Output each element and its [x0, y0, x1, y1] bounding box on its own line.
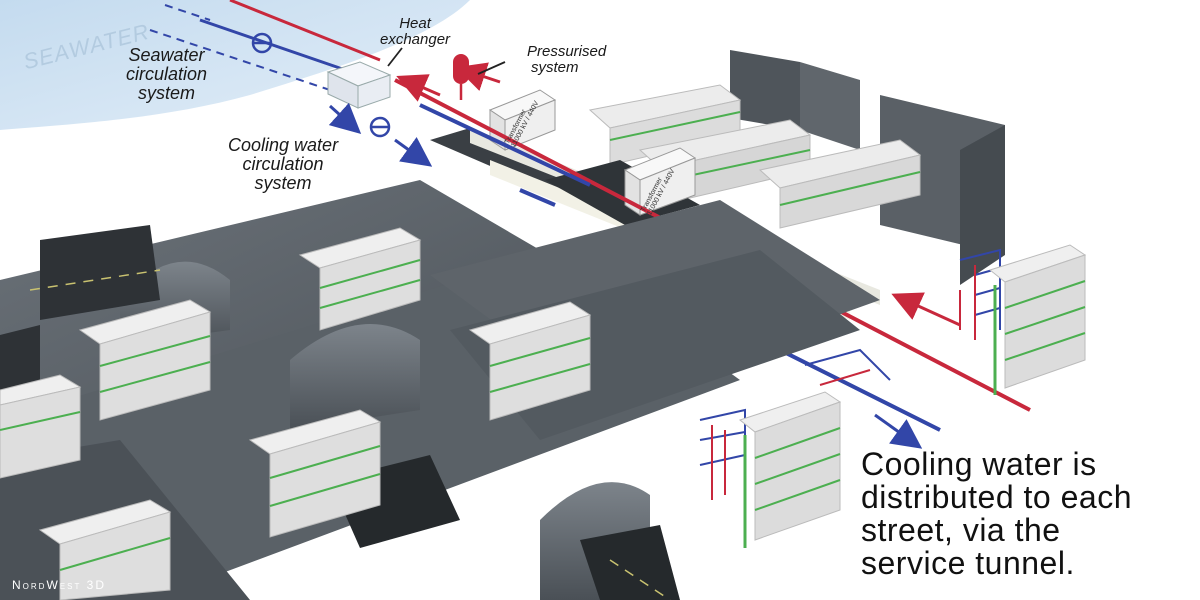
right-rack-upper [988, 244, 1087, 395]
tunnel-arch-middle [290, 324, 420, 430]
cooling-water-circulation-label-line-3: system [254, 173, 312, 193]
distribution-note-line-2: distributed to each [861, 479, 1132, 515]
heat-exchanger-label: Heat exchanger [380, 16, 450, 48]
pressurised-system-label-line-1: Pressurised [527, 43, 607, 60]
upper-right-tunnels [730, 50, 1005, 285]
seawater-circulation-label: Seawater circulation system [126, 46, 207, 103]
cooling-water-circulation-label-line-2: circulation [242, 154, 324, 174]
distribution-note: Cooling water is distributed to each str… [861, 448, 1132, 580]
pressurised-system-label: Pressurised system [527, 44, 606, 76]
rack-row-e [248, 409, 382, 538]
rack-row-d [468, 301, 592, 421]
seawater-circulation-label-line-2: circulation [126, 64, 208, 84]
pump-icon [251, 32, 273, 54]
heat-exchanger-icon [326, 61, 392, 109]
seawater-pipes [149, 0, 381, 91]
rack-row-b [78, 299, 212, 421]
pressurised-system-label-line-2: system [531, 59, 579, 76]
sea-area [0, 0, 470, 130]
seawater-circulation-label-line-1: Seawater [128, 45, 205, 65]
distribution-note-line-4: service tunnel. [861, 545, 1075, 581]
left-server-racks [0, 227, 592, 600]
rack-row-a [298, 227, 422, 331]
distribution-note-line-1: Cooling water is [861, 446, 1097, 482]
seawater-circulation-label-line-3: system [138, 83, 196, 103]
transformer-1 [488, 89, 557, 151]
pump-icon [369, 116, 391, 138]
cooling-water-circulation-label: Cooling water circulation system [228, 136, 338, 193]
pressure-tank-icon [453, 54, 469, 100]
rack-row-f [38, 499, 172, 600]
flow-arrow-icon [328, 62, 961, 449]
right-rack-lower [738, 391, 842, 548]
label-pointers [387, 47, 506, 75]
heat-exchanger-label-line-2: exchanger [380, 31, 451, 48]
cooling-water-circulation-label-line-1: Cooling water [228, 135, 339, 155]
heat-exchanger-label-line-1: Heat [399, 15, 431, 32]
distribution-note-line-3: street, via the [861, 512, 1061, 548]
watermark-logo: NordWest 3D [12, 578, 107, 592]
upper-right-server-racks [588, 84, 922, 229]
rack-row-c [0, 374, 82, 479]
